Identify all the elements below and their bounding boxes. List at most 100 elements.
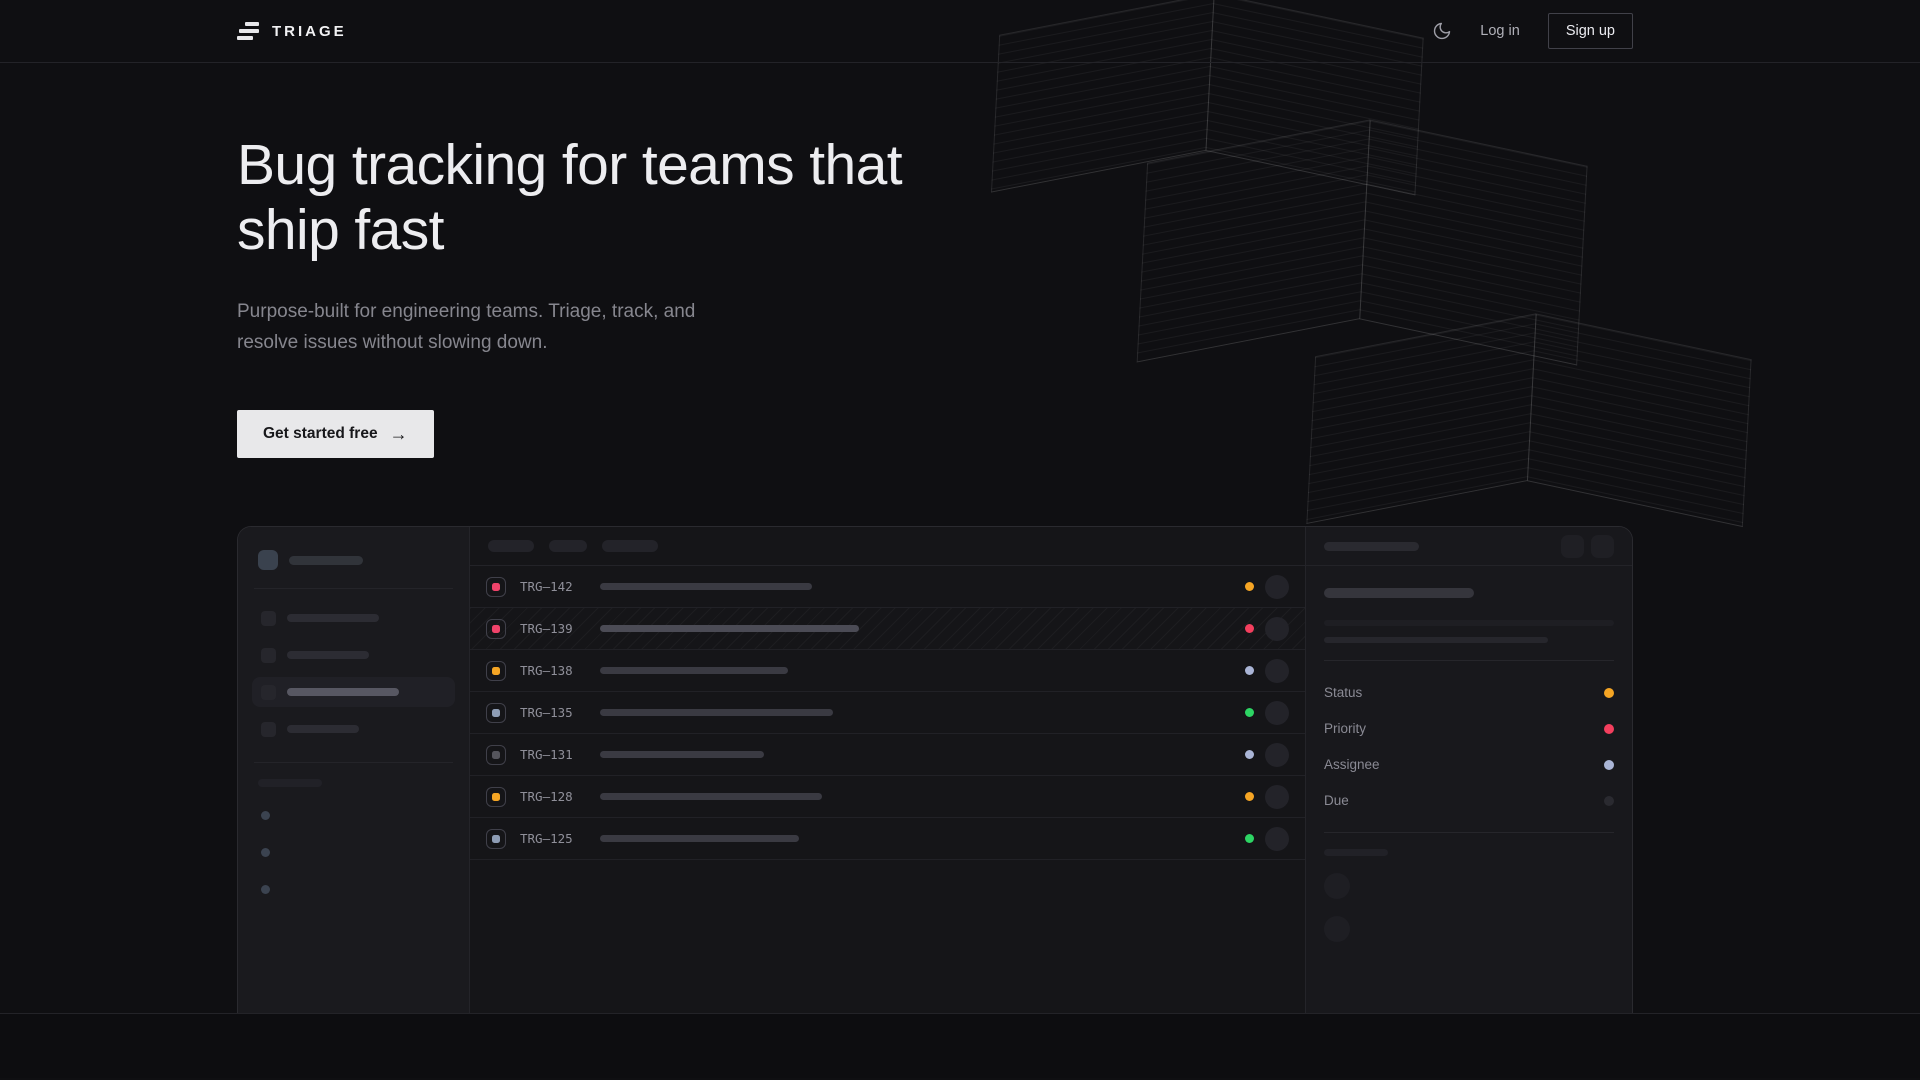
detail-action-button[interactable] — [1591, 534, 1614, 558]
detail-action-button[interactable] — [1561, 534, 1584, 558]
sidebar-nav-item[interactable] — [252, 714, 455, 744]
field-label: Status — [1324, 685, 1363, 700]
status-dot — [1245, 834, 1254, 843]
nav-item-icon — [261, 684, 276, 700]
issue-id: TRG–142 — [520, 579, 573, 594]
get-started-button[interactable]: Get started free → — [237, 410, 434, 459]
issue-id: TRG–128 — [520, 789, 573, 804]
issue-id: TRG–139 — [520, 621, 573, 636]
detail-divider — [1324, 660, 1614, 661]
filter-tab-placeholder[interactable] — [488, 540, 534, 552]
detail-header — [1306, 527, 1632, 566]
sidebar-nav-item[interactable] — [252, 603, 455, 633]
issue-id: TRG–125 — [520, 831, 573, 846]
detail-field[interactable]: Priority — [1324, 721, 1614, 736]
filter-tab-placeholder[interactable] — [602, 540, 658, 552]
tag-dot — [261, 811, 270, 820]
field-value-dot — [1604, 687, 1614, 698]
issue-row[interactable]: TRG–128 — [470, 776, 1305, 818]
issue-type-icon — [486, 786, 506, 807]
issue-row[interactable]: TRG–142 — [470, 566, 1305, 608]
activity-avatar — [1324, 916, 1350, 942]
issue-type-icon — [486, 660, 506, 681]
issue-type-icon — [486, 702, 506, 723]
assignee-avatar — [1265, 784, 1289, 809]
field-value-dot — [1604, 795, 1614, 806]
issue-type-icon — [486, 576, 506, 597]
issue-title-placeholder — [600, 667, 788, 674]
issue-title-placeholder — [600, 625, 859, 632]
issue-id: TRG–135 — [520, 705, 573, 720]
issue-type-icon — [486, 618, 506, 639]
assignee-avatar — [1265, 574, 1289, 599]
status-dot — [1245, 666, 1254, 675]
assignee-avatar — [1265, 658, 1289, 683]
navbar: TRIAGE Log in Sign up — [0, 0, 1920, 63]
issue-type-icon — [486, 828, 506, 849]
status-dot — [1245, 582, 1254, 591]
field-label: Priority — [1324, 721, 1367, 736]
issue-title-placeholder — [600, 751, 764, 758]
status-dot — [1245, 708, 1254, 717]
activity-avatar — [1324, 873, 1350, 899]
issue-type-icon — [486, 744, 506, 765]
sidebar-nav-item[interactable] — [252, 640, 455, 670]
hero-section: Bug tracking for teams that ship fast Pu… — [0, 63, 1920, 526]
detail-field[interactable]: Due — [1324, 793, 1614, 808]
status-dot — [1245, 750, 1254, 759]
field-value-dot — [1604, 723, 1614, 734]
assignee-avatar — [1265, 700, 1289, 725]
theme-toggle-button[interactable] — [1432, 21, 1452, 41]
issue-row[interactable]: TRG–135 — [470, 692, 1305, 734]
field-value-dot — [1604, 759, 1614, 770]
moon-icon — [1434, 22, 1451, 40]
issue-row[interactable]: TRG–138 — [470, 650, 1305, 692]
activity-label-placeholder — [1324, 849, 1388, 856]
nav-item-icon — [261, 610, 276, 626]
hero-subtitle: Purpose-built for engineering teams. Tri… — [237, 300, 696, 353]
detail-field[interactable]: Status — [1324, 685, 1614, 700]
brand-logo[interactable]: TRIAGE — [237, 22, 347, 40]
detail-description-placeholder — [1324, 637, 1548, 643]
sidebar-divider — [254, 762, 453, 763]
signup-button[interactable]: Sign up — [1547, 13, 1633, 49]
detail-description-placeholder — [1324, 620, 1614, 626]
sidebar-nav-item-active[interactable] — [252, 677, 455, 707]
detail-field[interactable]: Assignee — [1324, 757, 1614, 772]
nav-item-icon — [261, 721, 276, 737]
detail-divider — [1324, 832, 1614, 833]
assignee-avatar — [1265, 616, 1289, 641]
issue-title-placeholder — [600, 835, 799, 842]
issue-row[interactable]: TRG–131 — [470, 734, 1305, 776]
hero-title: Bug tracking for teams that ship fast — [237, 133, 903, 262]
nav-item-placeholder — [287, 651, 369, 659]
issue-id: TRG–131 — [520, 747, 573, 762]
issue-title-placeholder — [600, 793, 822, 800]
footer — [0, 1014, 1920, 1078]
arrow-right-icon: → — [389, 424, 408, 445]
login-link[interactable]: Log in — [1480, 23, 1520, 39]
nav-item-placeholder — [287, 614, 379, 622]
issue-title-placeholder — [600, 709, 833, 716]
status-dot — [1245, 624, 1254, 633]
brand-name: TRIAGE — [272, 22, 347, 40]
issue-row[interactable]: TRG–125 — [470, 818, 1305, 860]
issue-title-placeholder — [600, 583, 812, 590]
status-dot — [1245, 792, 1254, 801]
workspace-name-placeholder — [289, 555, 363, 565]
issue-row[interactable]: TRG–139 — [470, 608, 1305, 650]
triage-bars-icon — [237, 22, 259, 40]
filter-tab-placeholder[interactable] — [549, 540, 587, 552]
sidebar-section-label-placeholder — [258, 779, 322, 787]
field-label: Due — [1324, 793, 1349, 808]
issue-list-header — [470, 527, 1305, 566]
nav-item-icon — [261, 647, 276, 663]
field-label: Assignee — [1324, 757, 1380, 772]
nav-item-placeholder — [287, 688, 399, 696]
get-started-label: Get started free — [263, 425, 378, 443]
workspace-switcher[interactable] — [252, 550, 455, 570]
